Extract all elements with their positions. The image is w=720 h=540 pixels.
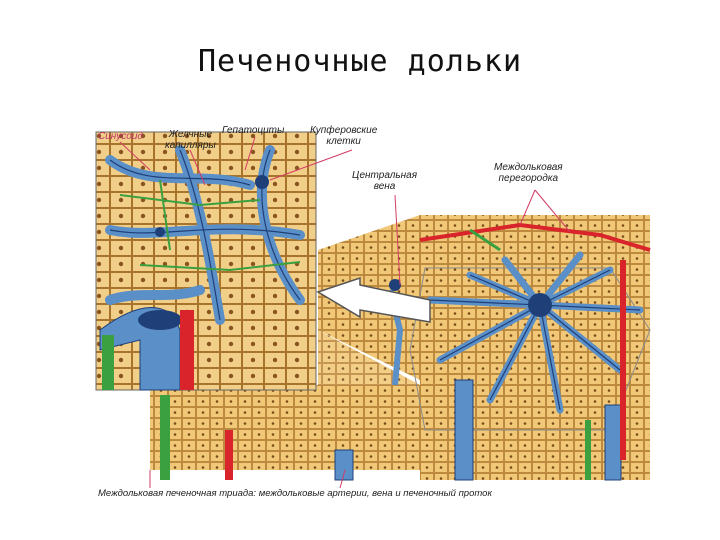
- label-kupffer-line2: клетки: [310, 136, 377, 147]
- label-sinusoid: Синусоид: [98, 131, 143, 142]
- label-hepatocytes: Гепатоциты: [222, 125, 284, 136]
- label-septum-line1: Междольковая: [494, 162, 563, 173]
- label-bile-canaliculi-line1: Желчные: [165, 129, 216, 140]
- label-kupffer-cells: Купферовские клетки: [310, 125, 377, 147]
- label-bile-canaliculi: Желчные капилляры: [165, 129, 216, 151]
- central-vein: [528, 293, 552, 317]
- label-central-vein-line1: Центральная: [352, 170, 417, 181]
- label-interlobular-septum: Междольковая перегородка: [494, 162, 563, 184]
- label-kupffer-line1: Купферовские: [310, 125, 377, 136]
- magnified-inset: [96, 132, 316, 390]
- label-central-vein-line2: вена: [352, 181, 417, 192]
- label-central-vein: Центральная вена: [352, 170, 417, 192]
- label-septum-line2: перегородка: [494, 173, 563, 184]
- label-bile-canaliculi-line2: капилляры: [165, 140, 216, 151]
- label-portal-triad: Междольковая печеночная триада: междольк…: [98, 488, 492, 499]
